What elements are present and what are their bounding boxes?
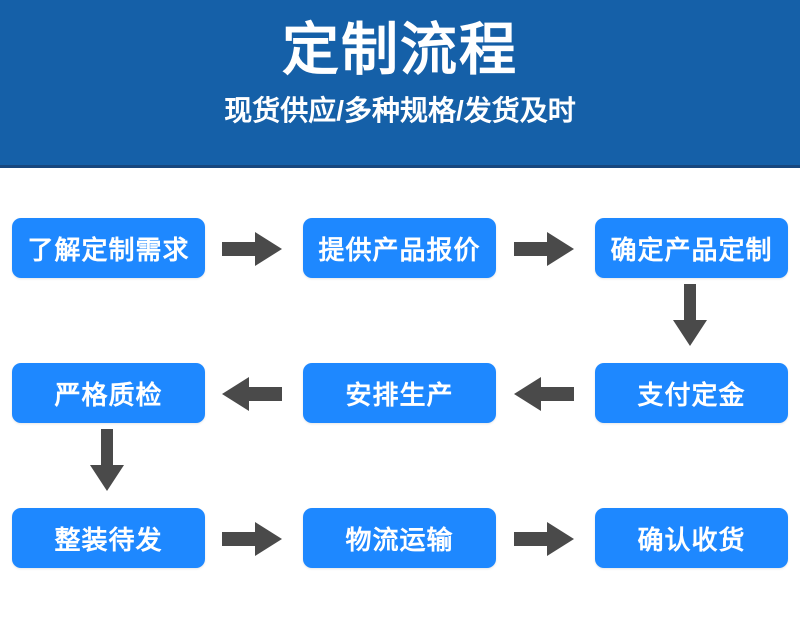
arrow-left-icon [514, 377, 574, 411]
flow-node-provide-quotation[interactable]: 提供产品报价 [303, 218, 496, 278]
arrow-down-icon [673, 284, 707, 346]
flow-node-understand-requirements[interactable]: 了解定制需求 [12, 218, 205, 278]
arrow-right-icon [222, 232, 282, 266]
page-title: 定制流程 [282, 18, 518, 82]
flow-node-strict-quality-inspection[interactable]: 严格质检 [12, 363, 205, 423]
flow-node-label: 提供产品报价 [318, 234, 481, 265]
flow-node-label: 安排生产 [345, 379, 454, 410]
flow-node-label: 确定产品定制 [610, 234, 773, 265]
flow-node-pay-deposit[interactable]: 支付定金 [595, 363, 788, 423]
flow-node-label: 了解定制需求 [27, 234, 190, 265]
page-subtitle: 现货供应/多种规格/发货及时 [224, 94, 576, 126]
arrow-right-icon [514, 522, 574, 556]
arrow-right-icon [514, 232, 574, 266]
flow-node-confirm-receipt[interactable]: 确认收货 [595, 508, 788, 568]
process-flow-diagram: 了解定制需求 提供产品报价 确定产品定制 严格质检 安排生产 支付定金 整装待发… [0, 168, 800, 626]
flow-node-packed-ready-to-ship[interactable]: 整装待发 [12, 508, 205, 568]
arrow-right-icon [222, 522, 282, 556]
flow-node-label: 严格质检 [54, 379, 163, 410]
flow-node-label: 整装待发 [54, 524, 163, 555]
page-header-banner: 定制流程 现货供应/多种规格/发货及时 [0, 0, 800, 168]
banner-bottom-rule [0, 165, 800, 168]
flow-node-logistics-transport[interactable]: 物流运输 [303, 508, 496, 568]
flow-node-label: 支付定金 [637, 379, 746, 410]
flow-node-label: 物流运输 [345, 524, 454, 555]
arrow-down-icon [90, 429, 124, 491]
flow-node-arrange-production[interactable]: 安排生产 [303, 363, 496, 423]
flow-node-label: 确认收货 [637, 524, 746, 555]
flow-node-confirm-customization[interactable]: 确定产品定制 [595, 218, 788, 278]
arrow-left-icon [222, 377, 282, 411]
